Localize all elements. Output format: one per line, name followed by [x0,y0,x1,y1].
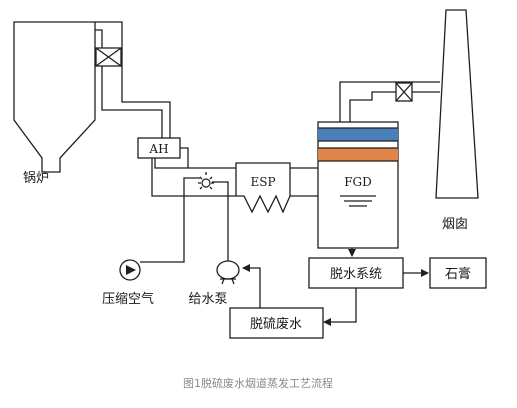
ah-label: AH [148,142,168,156]
flue-duct-upper [95,21,171,138]
spray-nozzle-icon [198,172,214,190]
wastewater-box [229,307,324,339]
chimney-outline [435,9,479,199]
arrow-dewater-wastewater [323,288,357,326]
pipe-pump-nozzle [212,181,229,261]
fgd-liquid-level-icon [340,195,376,207]
compressed-air-label: 压缩空气 [102,291,154,307]
fgd-blue-band [318,128,398,141]
fgd-orange-band [318,148,398,161]
fgd-tower [317,121,399,249]
duct-esp-fgd [290,167,318,197]
wastewater-label: 脱硫废水 [250,316,302,332]
duct-ah-esp-top [154,158,236,169]
dewater-label: 脱水系统 [330,267,382,282]
feed-pump-icon [216,260,240,285]
boiler-label: 锅炉 [23,170,49,186]
chimney-label: 烟囱 [442,217,468,232]
arrow-wastewater-pump [242,264,261,308]
esp-label: ESP [250,175,275,189]
compressed-air-icon [119,259,141,281]
duct-ah-esp-bottom [151,158,236,197]
feed-pump-label: 给水泵 [188,292,227,307]
esp-body [235,162,291,214]
pipe-air-nozzle [140,177,200,263]
figure-caption: 图1脱硫废水烟道蒸发工艺流程 [183,376,333,390]
duct-fgd-chimney-outer [339,81,440,122]
duct-ah-right [180,147,189,168]
gypsum-label: 石膏 [445,266,471,282]
flue-duct-inner [95,29,163,138]
boiler-outline [13,21,96,173]
fgd-label: FGD [344,175,372,189]
gypsum-box [429,257,487,289]
duct-fgd-chimney-inner [349,91,440,122]
